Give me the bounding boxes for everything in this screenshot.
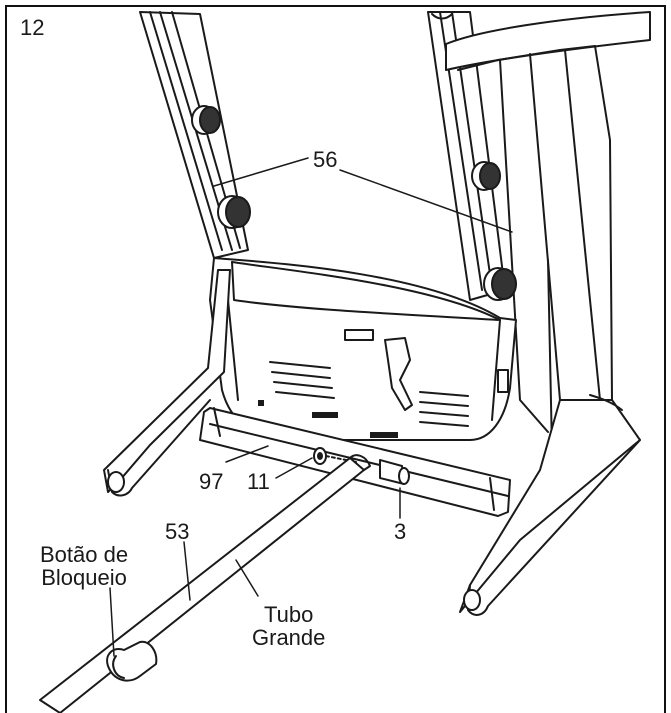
callout-11: 11 [247, 469, 270, 494]
right-post [431, 11, 651, 451]
lock-button-line2: Bloqueio [41, 565, 127, 591]
callout-56: 56 [313, 147, 338, 172]
big-tube-line2: Grande [252, 625, 326, 651]
leader-lines [109, 157, 513, 657]
callout-97: 97 [199, 469, 224, 494]
pin-part-3 [379, 459, 410, 485]
callout-lock-button: Botão de Bloqueio [40, 543, 128, 589]
motor-hood [209, 257, 517, 441]
lock-button-line1: Botão de [40, 542, 129, 567]
step-number: 12 [20, 15, 45, 40]
callout-big-tube: Tubo Grande [252, 603, 325, 649]
left-base-leg [103, 269, 231, 497]
callout-53: 53 [165, 519, 190, 544]
right-base-leg [459, 394, 641, 616]
big-tube [39, 454, 371, 713]
roller-wheels [191, 105, 517, 301]
big-tube-line1: Tubo [264, 602, 314, 627]
callout-3: 3 [394, 519, 407, 544]
